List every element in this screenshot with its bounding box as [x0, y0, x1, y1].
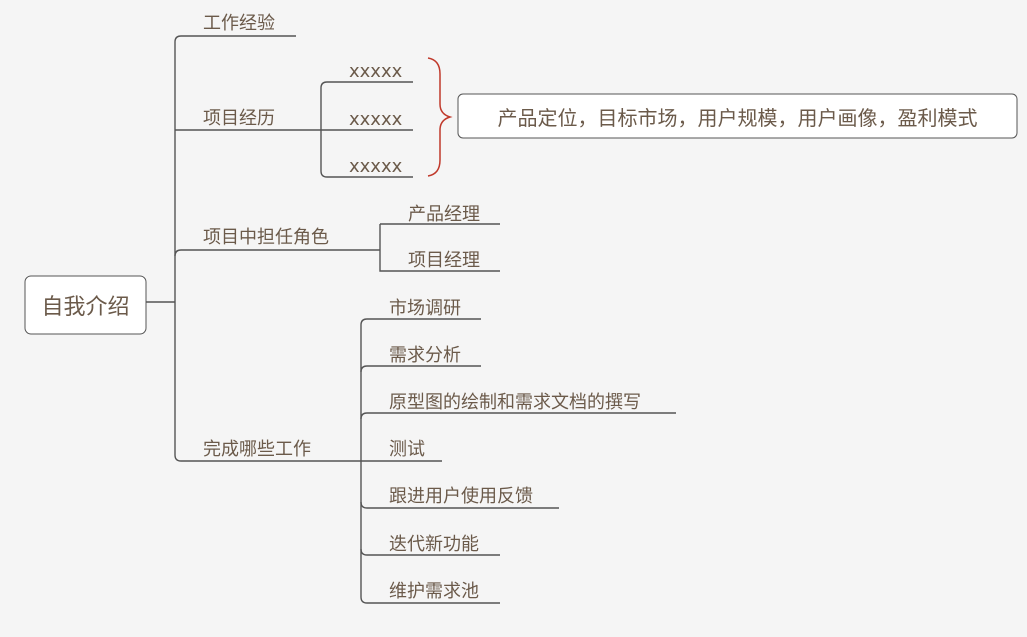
branch-project-role-label: 项目中担任角色 [203, 227, 329, 248]
completed-work-child-2-line [360, 365, 481, 373]
completed-work-child-6-label[interactable]: 迭代新功能 [389, 534, 479, 555]
summary-node[interactable]: 产品定位，目标市场，用户规模，用户画像，盈利模式 [457, 93, 1018, 139]
project-role-child-2-line [379, 224, 500, 272]
project-history-child-2-label[interactable]: xxxxx [349, 109, 403, 130]
completed-work-child-3-line [360, 412, 676, 420]
branch-work-experience[interactable]: 工作经验 [174, 13, 296, 43]
root-connectors [146, 42, 182, 462]
project-history-child-3-label[interactable]: xxxxx [349, 156, 403, 177]
project-history-children-lines [320, 81, 413, 178]
summary-brace [427, 57, 453, 177]
project-role-children-lines [379, 223, 500, 272]
project-history-child-1-label[interactable]: xxxxx [349, 61, 403, 82]
branch-project-role[interactable]: 项目中担任角色 产品经理 项目经理 [174, 204, 500, 272]
project-role-child-1-label[interactable]: 产品经理 [408, 204, 480, 225]
completed-work-child-5-line [360, 501, 559, 509]
completed-work-child-1-label[interactable]: 市场调研 [389, 298, 461, 319]
project-history-child-3-line [320, 88, 413, 178]
completed-work-child-5-label[interactable]: 跟进用户使用反馈 [389, 486, 533, 507]
summary-node-label: 产品定位，目标市场，用户规模，用户画像，盈利模式 [498, 106, 978, 130]
branch-project-history[interactable]: 项目经历 xxxxx xxxxx xxxxx 产品定位，目标市场，用户规模，用户… [175, 57, 1018, 178]
branch-work-experience-line [174, 35, 296, 43]
completed-work-child-6-line [360, 548, 500, 556]
branch-completed-work-label: 完成哪些工作 [203, 439, 311, 460]
branch-project-history-label: 项目经历 [203, 108, 275, 129]
branch-project-role-line [174, 249, 380, 257]
completed-work-child-1-line [360, 318, 481, 326]
completed-work-children-lines [360, 318, 676, 604]
completed-work-child-7-label[interactable]: 维护需求池 [389, 581, 479, 602]
root-node-box[interactable] [24, 275, 147, 335]
branch-work-experience-label: 工作经验 [203, 13, 275, 34]
completed-work-child-7-line [360, 325, 500, 604]
main-spine-line [174, 42, 182, 462]
branch-completed-work[interactable]: 完成哪些工作 市场调研 需求分析 原型图的绘制和需求文档的撰写 测试 跟进用户使… [181, 298, 676, 604]
completed-work-child-4-label[interactable]: 测试 [389, 439, 425, 460]
root-node[interactable]: 自我介绍 [24, 275, 147, 335]
completed-work-child-3-label[interactable]: 原型图的绘制和需求文档的撰写 [389, 392, 641, 413]
root-node-label: 自我介绍 [41, 295, 129, 320]
project-history-child-1-line [320, 81, 413, 89]
completed-work-child-2-label[interactable]: 需求分析 [389, 345, 461, 366]
project-role-child-2-label[interactable]: 项目经理 [408, 250, 480, 271]
summary-node-box[interactable] [457, 93, 1018, 139]
